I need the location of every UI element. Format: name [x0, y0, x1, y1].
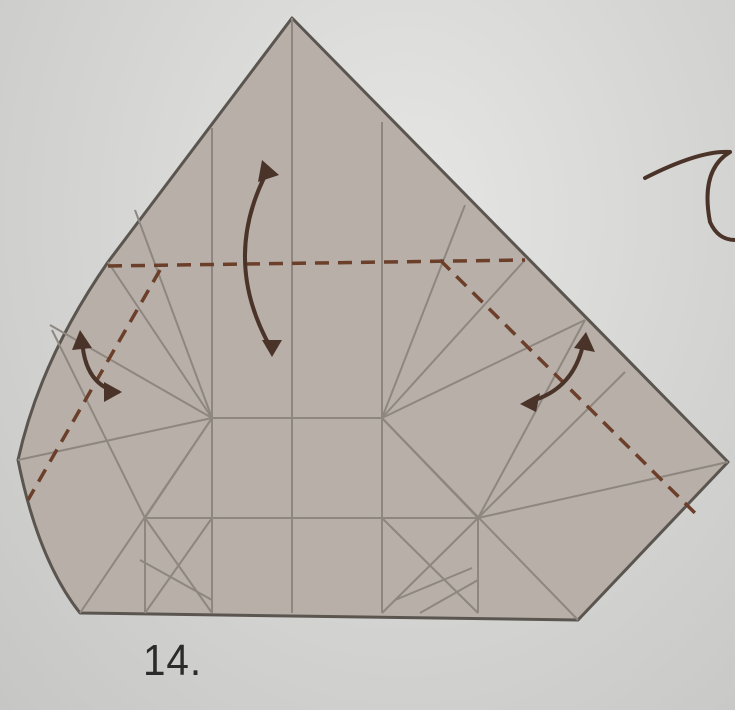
paper-model	[18, 18, 728, 620]
turn-over-arrow	[645, 152, 735, 240]
step-number: 14.	[143, 636, 202, 686]
